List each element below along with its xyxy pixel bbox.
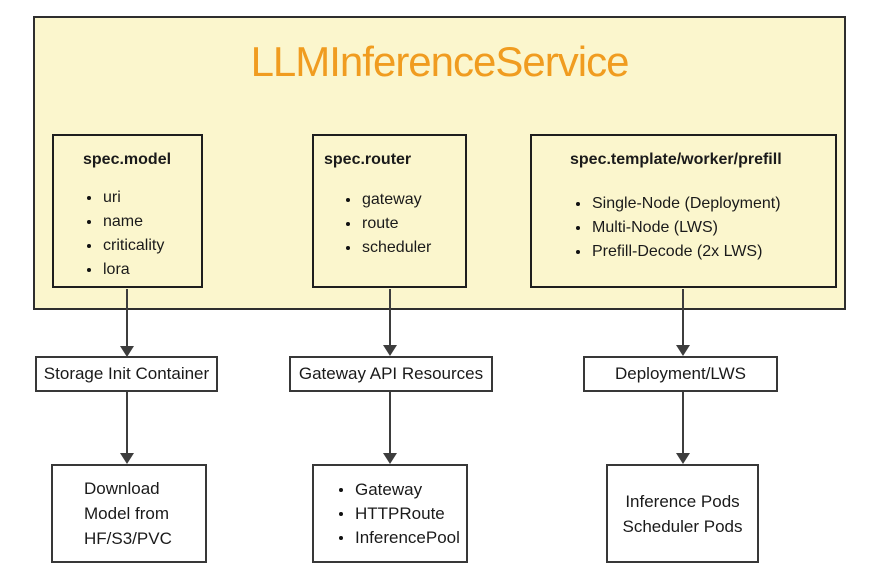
- download-model-line: Download: [84, 479, 160, 498]
- list-item: lora: [87, 258, 201, 282]
- spec-model-box: spec.model uri name criticality lora: [52, 134, 203, 288]
- list-item: InferencePool: [339, 526, 466, 550]
- list-item: name: [87, 210, 201, 234]
- list-item: Gateway: [339, 478, 466, 502]
- download-model-box: Download Model from HF/S3/PVC: [51, 464, 207, 563]
- spec-model-list: uri name criticality lora: [54, 186, 201, 282]
- storage-init-container-label: Storage Init Container: [43, 364, 210, 383]
- inference-pods-line: Inference Pods: [625, 491, 740, 511]
- spec-template-list: Single-Node (Deployment) Multi-Node (LWS…: [532, 192, 835, 264]
- deployment-lws-box: Deployment/LWS: [583, 356, 778, 392]
- download-model-line: HF/S3/PVC: [84, 529, 172, 548]
- gateway-api-resources-label: Gateway API Resources: [298, 364, 484, 383]
- download-model-line: Model from: [84, 504, 170, 523]
- arrow-spec-router-to-gateway-api: [383, 289, 397, 356]
- arrow-storage-init-to-download: [120, 392, 134, 464]
- arrow-spec-template-to-deployment: [676, 289, 690, 356]
- list-item: Single-Node (Deployment): [576, 192, 835, 216]
- inference-pods-line: Scheduler Pods: [622, 516, 743, 536]
- diagram-title: LLMInferenceService: [250, 38, 630, 85]
- list-item: route: [346, 212, 465, 236]
- gateway-api-resources-box: Gateway API Resources: [289, 356, 493, 392]
- gateway-resources-list: Gateway HTTPRoute InferencePool: [314, 478, 466, 550]
- gateway-resources-list-box: Gateway HTTPRoute InferencePool: [312, 464, 468, 563]
- arrow-deployment-to-pods: [676, 392, 690, 464]
- spec-router-heading: spec.router: [324, 151, 412, 168]
- arrow-spec-model-to-storage-init: [120, 289, 134, 357]
- spec-router-box: spec.router gateway route scheduler: [312, 134, 467, 288]
- arrow-gateway-api-to-resources: [383, 392, 397, 464]
- list-item: Prefill-Decode (2x LWS): [576, 240, 835, 264]
- spec-template-worker-prefill-box: spec.template/worker/prefill Single-Node…: [530, 134, 837, 288]
- list-item: uri: [87, 186, 201, 210]
- list-item: scheduler: [346, 236, 465, 260]
- deployment-lws-label: Deployment/LWS: [614, 364, 746, 383]
- spec-router-list: gateway route scheduler: [314, 188, 465, 260]
- list-item: Multi-Node (LWS): [576, 216, 835, 240]
- storage-init-container-box: Storage Init Container: [35, 356, 218, 392]
- list-item: criticality: [87, 234, 201, 258]
- llm-inference-service-container: [33, 16, 846, 310]
- inference-pods-box: Inference Pods Scheduler Pods: [606, 464, 759, 563]
- spec-template-heading: spec.template/worker/prefill: [570, 151, 782, 168]
- spec-model-heading: spec.model: [83, 151, 172, 168]
- list-item: HTTPRoute: [339, 502, 466, 526]
- list-item: gateway: [346, 188, 465, 212]
